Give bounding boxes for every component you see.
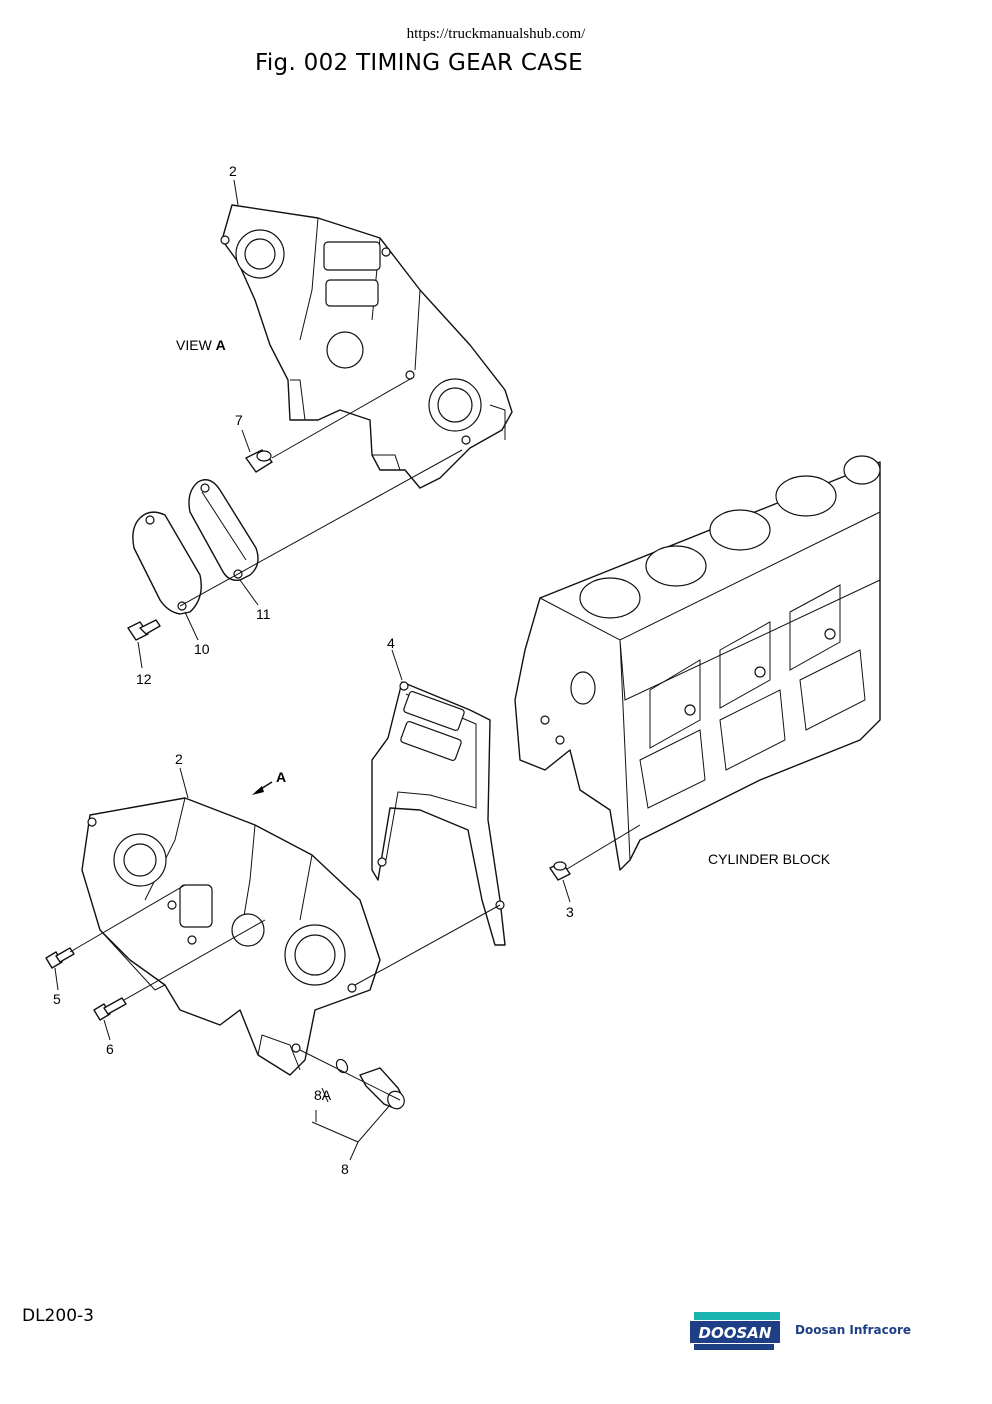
cylinder-block-label: CYLINDER BLOCK bbox=[708, 851, 831, 867]
callout-2-bottom: 2 bbox=[175, 751, 183, 767]
source-url: https://truckmanualshub.com/ bbox=[406, 26, 586, 42]
callout-6: 6 bbox=[106, 1041, 114, 1057]
view-a-label: VIEW A bbox=[176, 337, 226, 353]
part-10-cover-plate bbox=[132, 511, 202, 615]
callout-10: 10 bbox=[194, 641, 210, 657]
callout-8a: 8A bbox=[314, 1087, 332, 1103]
part-11-gasket bbox=[188, 479, 259, 581]
arrow-a-label: A bbox=[276, 769, 286, 785]
gear-case-rear-view bbox=[220, 204, 513, 489]
part-12-bolt bbox=[127, 619, 161, 641]
part-6-bolt bbox=[93, 997, 127, 1021]
brand-name: Doosan Infracore bbox=[795, 1323, 912, 1337]
logo-wordmark: DOOSAN bbox=[699, 1324, 772, 1342]
view-arrow bbox=[252, 781, 273, 795]
callout-8: 8 bbox=[341, 1161, 349, 1177]
part-5-bolt bbox=[45, 947, 75, 969]
callout-4: 4 bbox=[387, 635, 395, 651]
callout-3: 3 bbox=[566, 904, 574, 920]
model-number: DL200-3 bbox=[22, 1306, 94, 1326]
callout-5: 5 bbox=[53, 991, 61, 1007]
doosan-logo: DOOSAN bbox=[690, 1312, 780, 1350]
part-4-front-gasket bbox=[371, 681, 506, 946]
part-3-dowel bbox=[549, 861, 571, 881]
callout-12: 12 bbox=[136, 671, 152, 687]
cylinder-block bbox=[514, 455, 881, 871]
part-8-plug bbox=[359, 1067, 405, 1110]
callout-2-top: 2 bbox=[229, 163, 237, 179]
gear-case-front-view bbox=[81, 797, 381, 1076]
part-7-dowel bbox=[245, 449, 273, 473]
part-8a-oring bbox=[335, 1058, 349, 1074]
callout-11: 11 bbox=[256, 606, 271, 622]
view-a-letter: A bbox=[216, 337, 226, 353]
figure-title: Fig. 002 TIMING GEAR CASE bbox=[255, 50, 583, 76]
view-a-prefix: VIEW bbox=[176, 337, 216, 353]
callout-7: 7 bbox=[235, 412, 243, 428]
